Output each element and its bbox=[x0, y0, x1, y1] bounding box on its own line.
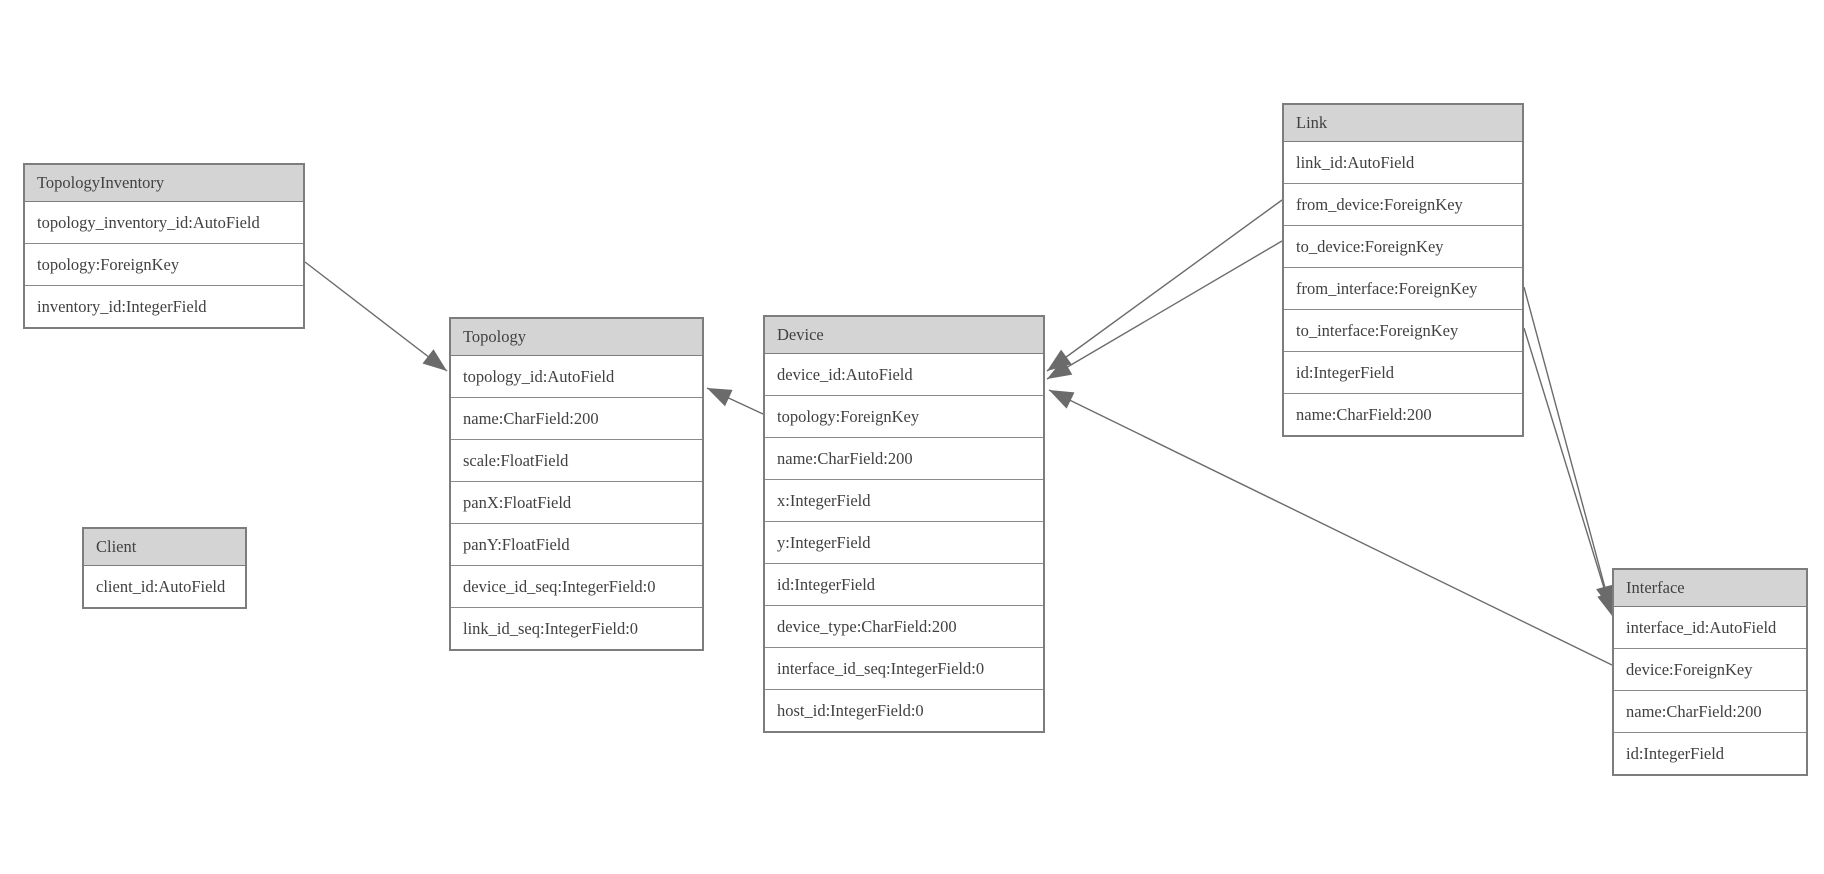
entity-field-row: id:IntegerField bbox=[1626, 743, 1725, 763]
entity-interface-title: Interface bbox=[1614, 570, 1806, 607]
entity-field-row: to_interface:ForeignKey bbox=[1284, 310, 1522, 352]
entity-field-row: from_interface:ForeignKey bbox=[1284, 268, 1522, 310]
entity-field-row: client_id:AutoField bbox=[96, 576, 226, 596]
entity-field-row: topology:ForeignKey bbox=[765, 396, 1043, 438]
entity-field-row: topology:ForeignKey bbox=[25, 244, 303, 286]
entity-field-row: to_device:ForeignKey bbox=[1284, 226, 1522, 268]
entity-field-row: name:CharField:200 bbox=[765, 438, 1043, 480]
entity-field-row: inventory_id:IntegerField bbox=[37, 296, 207, 316]
entity-field-row: name:CharField:200 bbox=[1296, 404, 1432, 424]
entity-field-row: host_id:IntegerField:0 bbox=[777, 700, 924, 720]
entity-device: Device device_id:AutoField topology:Fore… bbox=[763, 315, 1045, 733]
entity-field-row: device_id_seq:IntegerField:0 bbox=[451, 566, 702, 608]
entity-topology: Topology topology_id:AutoField name:Char… bbox=[449, 317, 704, 651]
entity-link: Link link_id:AutoField from_device:Forei… bbox=[1282, 103, 1524, 437]
edge-interface-device-arrowhead-icon bbox=[1049, 390, 1075, 409]
entity-field-row: x:IntegerField bbox=[765, 480, 1043, 522]
entity-field-row: name:CharField:200 bbox=[451, 398, 702, 440]
edge-link-todevice-device-line bbox=[1046, 240, 1283, 380]
edge-device-topology-arrowhead-icon bbox=[707, 388, 733, 407]
entity-field-row: link_id:AutoField bbox=[1284, 142, 1522, 184]
entity-field-row: name:CharField:200 bbox=[1614, 691, 1806, 733]
entity-client: Client client_id:AutoField bbox=[82, 527, 247, 609]
edge-topologyinventory-topology-line bbox=[304, 261, 448, 372]
entity-field-row: panY:FloatField bbox=[451, 524, 702, 566]
edge-topologyinventory-topology-arrowhead-icon bbox=[422, 349, 447, 371]
entity-field-row: interface_id_seq:IntegerField:0 bbox=[765, 648, 1043, 690]
entity-field-row: link_id_seq:IntegerField:0 bbox=[463, 618, 639, 638]
entity-link-title: Link bbox=[1284, 105, 1522, 142]
entity-field-row: from_device:ForeignKey bbox=[1284, 184, 1522, 226]
edge-link-fromdevice-device-line bbox=[1046, 199, 1283, 372]
entity-field-row: device_type:CharField:200 bbox=[765, 606, 1043, 648]
entity-interface: Interface interface_id:AutoField device:… bbox=[1612, 568, 1808, 776]
entity-field-row: topology_inventory_id:AutoField bbox=[25, 202, 303, 244]
entity-field-row: scale:FloatField bbox=[451, 440, 702, 482]
entity-device-title: Device bbox=[765, 317, 1043, 354]
entity-field-row: device:ForeignKey bbox=[1614, 649, 1806, 691]
entity-topologyinventory-title: TopologyInventory bbox=[25, 165, 303, 202]
entity-field-row: device_id:AutoField bbox=[765, 354, 1043, 396]
entity-field-row: topology_id:AutoField bbox=[451, 356, 702, 398]
entity-field-row: panX:FloatField bbox=[451, 482, 702, 524]
edge-link-frominterface-interface-arrowhead-icon bbox=[1596, 584, 1614, 610]
edge-link-tointerface-interface-line bbox=[1523, 327, 1614, 618]
entity-field-row: id:IntegerField bbox=[765, 564, 1043, 606]
entity-topology-title: Topology bbox=[451, 319, 702, 356]
entity-field-row: interface_id:AutoField bbox=[1614, 607, 1806, 649]
edge-device-topology-line bbox=[706, 387, 764, 415]
edge-link-todevice-device-arrowhead-icon bbox=[1047, 359, 1073, 379]
entity-field-row: y:IntegerField bbox=[765, 522, 1043, 564]
entity-topologyinventory: TopologyInventory topology_inventory_id:… bbox=[23, 163, 305, 329]
entity-field-row: id:IntegerField bbox=[1284, 352, 1522, 394]
edge-link-fromdevice-device-arrowhead-icon bbox=[1047, 349, 1072, 371]
edge-link-frominterface-interface-line bbox=[1523, 286, 1612, 611]
entity-client-title: Client bbox=[84, 529, 245, 566]
